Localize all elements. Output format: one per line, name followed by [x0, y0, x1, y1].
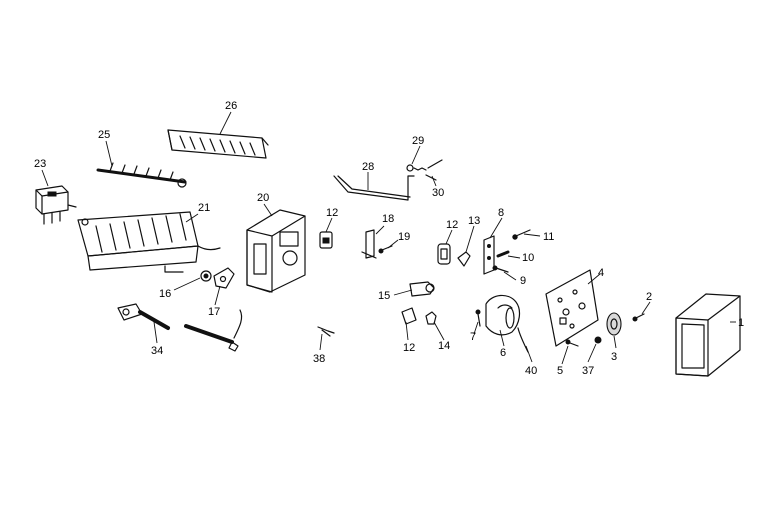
part-15-drawing — [409, 281, 435, 297]
part-16-drawing — [200, 270, 212, 282]
part-9-drawing — [492, 265, 509, 273]
callout-25: 25 — [98, 129, 110, 141]
part-10-drawing — [496, 250, 510, 258]
part-7-drawing — [475, 309, 481, 327]
callout-20: 20 — [257, 192, 269, 204]
callout-8: 8 — [498, 207, 504, 219]
part-23-drawing — [35, 185, 77, 225]
callout-1: 1 — [738, 317, 744, 329]
callout-30: 30 — [432, 187, 444, 199]
callout-labels: 1 2 3 4 5 6 7 8 9 10 11 12 12 12 13 14 1… — [34, 100, 744, 377]
callout-29: 29 — [412, 135, 424, 147]
part-17-drawing — [213, 267, 235, 289]
leader-lines — [41, 111, 736, 365]
callout-40: 40 — [525, 365, 537, 377]
callout-4: 4 — [598, 267, 604, 279]
part-11-drawing — [512, 229, 531, 240]
callout-12: 12 — [446, 219, 458, 231]
callout-23: 23 — [34, 158, 46, 170]
callout-12: 12 — [403, 342, 415, 354]
callout-21: 21 — [198, 202, 210, 214]
callout-37: 37 — [582, 365, 594, 377]
part-37-drawing — [594, 336, 602, 344]
callout-3: 3 — [611, 351, 617, 363]
part-3-drawing — [606, 312, 622, 336]
part-29-drawing — [406, 159, 443, 181]
part-18-drawing — [361, 229, 377, 259]
part-25-drawing — [96, 162, 187, 188]
callout-26: 26 — [225, 100, 237, 112]
callout-9: 9 — [520, 275, 526, 287]
callout-12: 12 — [326, 207, 338, 219]
part-34-drawing — [117, 303, 170, 330]
part-19-drawing — [378, 245, 393, 254]
part-20-drawing — [246, 209, 306, 293]
callout-34: 34 — [151, 345, 163, 357]
callout-5: 5 — [557, 365, 563, 377]
callout-28: 28 — [362, 161, 374, 173]
callout-6: 6 — [500, 347, 506, 359]
part-26-drawing — [167, 129, 269, 159]
callout-15: 15 — [378, 290, 390, 302]
callout-11: 11 — [543, 231, 554, 243]
callout-10: 10 — [522, 252, 534, 264]
callout-7: 7 — [470, 331, 476, 343]
part-21-drawing — [77, 211, 221, 273]
part-40-drawing — [517, 327, 529, 353]
callout-13: 13 — [468, 215, 480, 227]
callout-38: 38 — [313, 353, 325, 365]
part-5-drawing — [565, 339, 579, 347]
part-38-drawing — [317, 326, 335, 337]
part-14-drawing — [425, 311, 437, 325]
part-12b-drawing — [437, 243, 451, 265]
part-1-drawing — [675, 293, 741, 377]
part-2-drawing — [632, 313, 645, 322]
part-8-drawing — [483, 235, 495, 275]
callout-2: 2 — [646, 291, 652, 303]
part-28-drawing — [333, 175, 415, 201]
part-12c-drawing — [401, 307, 417, 325]
callout-18: 18 — [382, 213, 394, 225]
part-6-drawing — [485, 294, 521, 336]
part-4-drawing — [545, 269, 599, 347]
callout-17: 17 — [208, 306, 220, 318]
wire-harness-drawing — [184, 309, 243, 352]
part-13-drawing — [457, 251, 471, 267]
callout-16: 16 — [159, 288, 171, 300]
callout-19: 19 — [398, 231, 410, 243]
callout-14: 14 — [438, 340, 450, 352]
part-12a-drawing — [319, 231, 333, 249]
